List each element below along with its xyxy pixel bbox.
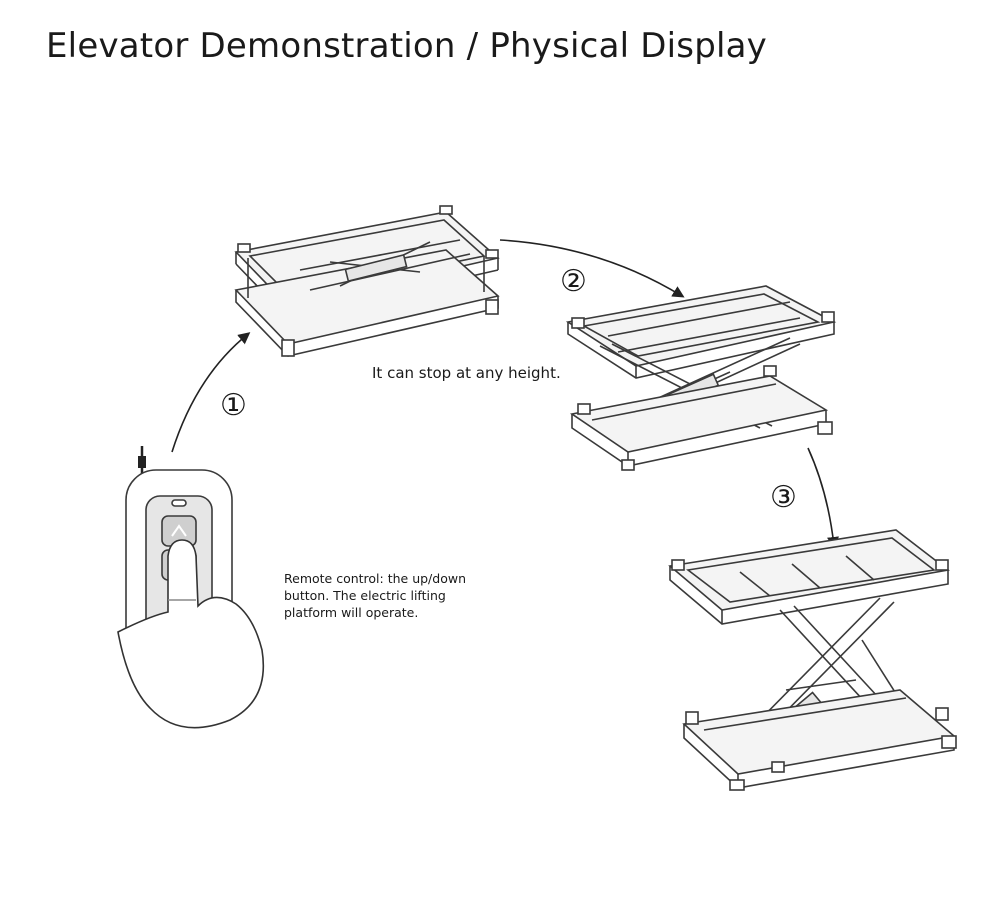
step-1-number: ① [220, 388, 247, 423]
platform-mid-height [565, 285, 837, 471]
arrow-step-1 [171, 332, 251, 453]
height-caption: It can stop at any height. [372, 364, 561, 382]
arrow-step-2 [499, 239, 685, 298]
remote-caption: Remote control: the up/down button. The … [284, 570, 514, 621]
hand-icon [117, 539, 265, 729]
remote-caption-line: platform will operate. [284, 605, 419, 620]
platform-lowered [234, 205, 500, 357]
step-2-number: ② [560, 264, 587, 299]
remote-caption-line: Remote control: the up/down [284, 571, 467, 586]
platform-raised [668, 529, 957, 791]
arrow-step-3 [807, 447, 839, 549]
remote-caption-line: button. The electric lifting [284, 588, 446, 603]
step-3-number: ③ [770, 480, 797, 515]
page-title: Elevator Demonstration / Physical Displa… [46, 26, 767, 66]
